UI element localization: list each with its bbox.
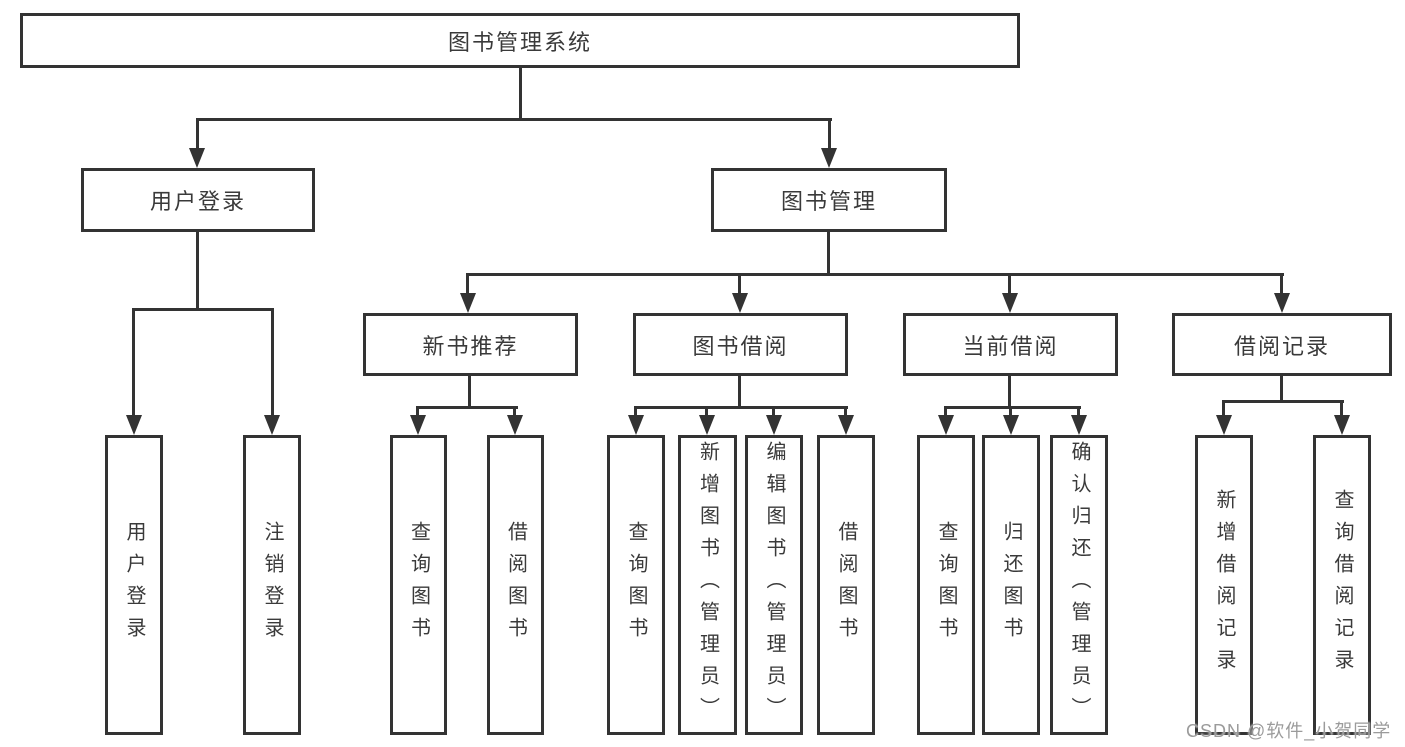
connector-borrow-hbar bbox=[634, 406, 848, 409]
node-current-borrow-label: 当前借阅 bbox=[962, 333, 1059, 359]
connector-recommend-drop-2 bbox=[513, 406, 516, 418]
connector-bookmgmt-drop-3 bbox=[1008, 273, 1011, 295]
node-current-borrow: 当前借阅 bbox=[903, 313, 1118, 376]
leaf-add-borrow-record: 新增借阅记录 bbox=[1195, 435, 1253, 735]
connector-current-drop-1 bbox=[944, 406, 947, 418]
leaf-user-login: 用户登录 bbox=[105, 435, 163, 735]
leaf-add-borrow-record-label: 新增借阅记录 bbox=[1213, 489, 1235, 681]
leaf-logout-label: 注销登录 bbox=[261, 521, 283, 649]
leaf-confirm-return-admin: 确认归还（管理员） bbox=[1050, 435, 1108, 735]
connector-root-right-drop bbox=[828, 118, 831, 150]
arrow-down-icon bbox=[189, 148, 205, 168]
arrow-down-icon bbox=[838, 415, 854, 435]
node-book-borrow: 图书借阅 bbox=[633, 313, 848, 376]
leaf-return-book-label: 归还图书 bbox=[1000, 521, 1022, 649]
arrow-down-icon bbox=[1003, 415, 1019, 435]
node-borrow-record-label: 借阅记录 bbox=[1233, 333, 1330, 359]
node-root: 图书管理系统 bbox=[20, 13, 1020, 68]
connector-userlogin-stem bbox=[196, 232, 199, 311]
connector-root-left-drop bbox=[196, 118, 199, 150]
arrow-down-icon bbox=[628, 415, 644, 435]
arrow-down-icon bbox=[821, 148, 837, 168]
leaf-query-borrow-record: 查询借阅记录 bbox=[1313, 435, 1371, 735]
node-borrow-record: 借阅记录 bbox=[1172, 313, 1392, 376]
connector-userlogin-hbar bbox=[132, 308, 274, 311]
arrow-down-icon bbox=[264, 415, 280, 435]
connector-bookmgmt-stem bbox=[827, 232, 830, 276]
connector-recommend-drop-1 bbox=[416, 406, 419, 418]
node-user-login-label: 用户登录 bbox=[149, 189, 246, 214]
leaf-borrow-book-1: 借阅图书 bbox=[487, 435, 544, 735]
arrow-down-icon bbox=[732, 293, 748, 313]
arrow-down-icon bbox=[126, 415, 142, 435]
connector-root-hbar bbox=[196, 118, 832, 121]
connector-bookmgmt-drop-4 bbox=[1280, 273, 1283, 295]
csdn-watermark: CSDN @软件_小贺同学 bbox=[1186, 721, 1392, 741]
connector-current-drop-3 bbox=[1077, 406, 1080, 418]
connector-record-drop-2 bbox=[1340, 400, 1343, 416]
leaf-confirm-return-admin-label: 确认归还（管理员） bbox=[1068, 441, 1090, 729]
node-book-management-label: 图书管理 bbox=[780, 189, 877, 214]
arrow-down-icon bbox=[699, 415, 715, 435]
connector-bookmgmt-hbar bbox=[466, 273, 1284, 276]
leaf-logout: 注销登录 bbox=[243, 435, 301, 735]
arrow-down-icon bbox=[938, 415, 954, 435]
connector-borrow-drop-1 bbox=[634, 406, 637, 418]
node-book-management: 图书管理 bbox=[711, 168, 947, 232]
connector-current-hbar bbox=[944, 406, 1081, 409]
connector-bookmgmt-drop-2 bbox=[738, 273, 741, 295]
leaf-query-book-1: 查询图书 bbox=[390, 435, 447, 735]
arrow-down-icon bbox=[766, 415, 782, 435]
arrow-down-icon bbox=[410, 415, 426, 435]
arrow-down-icon bbox=[1274, 293, 1290, 313]
node-new-book-recommend-label: 新书推荐 bbox=[422, 333, 519, 359]
leaf-add-book-admin-label: 新增图书（管理员） bbox=[696, 441, 719, 729]
connector-bookmgmt-drop-1 bbox=[466, 273, 469, 295]
connector-recommend-hbar bbox=[416, 406, 518, 409]
arrow-down-icon bbox=[1002, 293, 1018, 313]
connector-borrow-stem bbox=[738, 376, 741, 409]
connector-current-stem bbox=[1008, 376, 1011, 409]
connector-record-hbar bbox=[1222, 400, 1344, 403]
leaf-borrow-book-2: 借阅图书 bbox=[817, 435, 875, 735]
node-root-label: 图书管理系统 bbox=[447, 29, 592, 55]
leaf-edit-book-admin-label: 编辑图书（管理员） bbox=[763, 441, 785, 729]
leaf-borrow-book-2-label: 借阅图书 bbox=[835, 521, 857, 649]
leaf-query-book-3: 查询图书 bbox=[917, 435, 975, 735]
leaf-user-login-label: 用户登录 bbox=[123, 521, 145, 649]
node-book-borrow-label: 图书借阅 bbox=[692, 333, 789, 359]
connector-userlogin-drop-1 bbox=[132, 308, 135, 418]
connector-userlogin-drop-2 bbox=[271, 308, 274, 418]
arrow-down-icon bbox=[1334, 415, 1350, 435]
connector-record-drop-1 bbox=[1222, 400, 1225, 416]
leaf-query-book-2-label: 查询图书 bbox=[625, 521, 647, 649]
node-user-login: 用户登录 bbox=[81, 168, 315, 232]
connector-borrow-drop-2 bbox=[705, 406, 708, 418]
leaf-query-book-2: 查询图书 bbox=[607, 435, 665, 735]
connector-root-stem bbox=[519, 68, 522, 121]
leaf-add-book-admin: 新增图书（管理员） bbox=[678, 435, 737, 735]
connector-record-stem bbox=[1280, 376, 1283, 403]
arrow-down-icon bbox=[507, 415, 523, 435]
connector-current-drop-2 bbox=[1009, 406, 1012, 418]
arrow-down-icon bbox=[1216, 415, 1232, 435]
leaf-query-book-3-label: 查询图书 bbox=[935, 521, 957, 649]
leaf-edit-book-admin: 编辑图书（管理员） bbox=[745, 435, 803, 735]
leaf-query-borrow-record-label: 查询借阅记录 bbox=[1331, 489, 1353, 681]
leaf-return-book: 归还图书 bbox=[982, 435, 1040, 735]
leaf-query-book-1-label: 查询图书 bbox=[407, 521, 430, 649]
connector-recommend-stem bbox=[468, 376, 471, 409]
arrow-down-icon bbox=[1071, 415, 1087, 435]
connector-borrow-drop-4 bbox=[844, 406, 847, 418]
leaf-borrow-book-1-label: 借阅图书 bbox=[504, 521, 527, 649]
arrow-down-icon bbox=[460, 293, 476, 313]
node-new-book-recommend: 新书推荐 bbox=[363, 313, 578, 376]
connector-borrow-drop-3 bbox=[772, 406, 775, 418]
